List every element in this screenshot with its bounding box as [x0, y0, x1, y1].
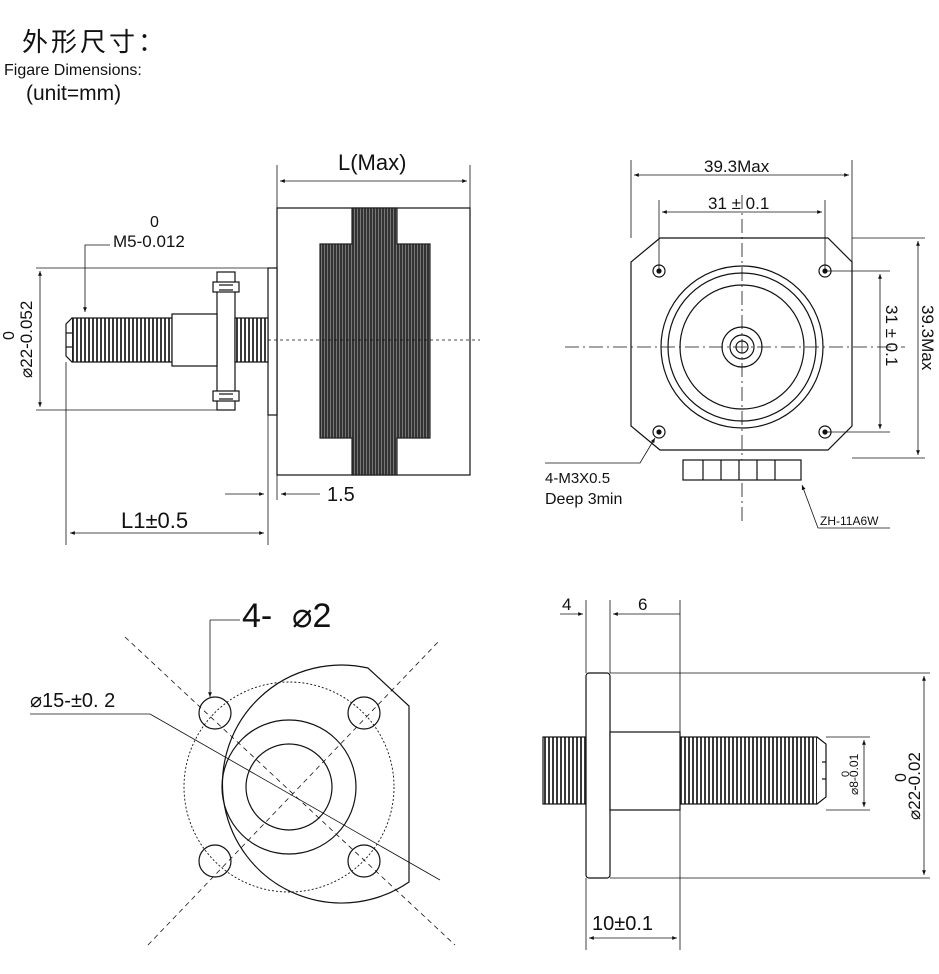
- screw-thread-right: [679, 736, 818, 805]
- pitch-circle: [183, 681, 395, 893]
- flange-thickness-label: 4: [562, 595, 571, 614]
- boss-tolerance-upper: 0: [840, 771, 852, 777]
- nut-boss: [609, 731, 681, 811]
- flange-face-labels: 4- ⌀2 ⌀15-±0. 2: [30, 597, 331, 712]
- l1-label: L1±0.5: [121, 508, 188, 533]
- flange-outline: [221, 664, 410, 904]
- nut-length-label: 10±0.1: [592, 913, 653, 935]
- coil-winding: [319, 207, 431, 476]
- nut-side-labels: 4 6 0 ⌀8-0.01 0 ⌀22-0.02 10±0.1: [562, 595, 924, 935]
- nut-flange: [585, 672, 611, 879]
- diameter-label: ⌀22-0.052: [17, 301, 36, 378]
- thread-tolerance-upper: 0: [150, 214, 159, 231]
- holes-diameter-label: ⌀2: [292, 597, 331, 635]
- nut-side-view: [542, 600, 930, 950]
- connector: [682, 459, 802, 481]
- flange-face-view: [30, 619, 456, 946]
- title-chinese: 外形尺寸：: [22, 28, 168, 58]
- connector-label: ZH-11A6W: [820, 514, 879, 528]
- screw-label: 4-M3X0.5: [545, 470, 610, 487]
- front-view-labels: 39.3Max 31 ± 0.1 39.3Max 31 ± 0.1 4-M3X0…: [545, 157, 937, 528]
- holes-count-label: 4-: [242, 597, 272, 635]
- flange-nut-side: [216, 271, 236, 411]
- lead-screw-thread: [71, 317, 173, 363]
- length-max-label: L(Max): [338, 150, 406, 175]
- side-view: [36, 165, 480, 545]
- boss-outer: [221, 719, 357, 855]
- pitch-circle-label: ⌀15-±0. 2: [30, 690, 115, 712]
- flange-diameter-label: ⌀22-0.02: [905, 752, 924, 820]
- title-english: Figare Dimensions:: [4, 62, 142, 79]
- vertical-hole-spacing-label: 31 ± 0.1: [882, 305, 901, 366]
- side-view-labels: L(Max) 0 M5-0.012 0 ⌀22-0.052 1.5 L1±0.5: [1, 150, 406, 533]
- diameter-tolerance-upper: 0: [1, 331, 18, 340]
- screw-thread-left: [542, 736, 587, 805]
- boss-diameter-label: ⌀8-0.01: [847, 753, 861, 795]
- gap-label: 1.5: [327, 484, 355, 506]
- width-max-label: 39.3Max: [704, 157, 770, 176]
- thread-label: M5-0.012: [113, 232, 185, 251]
- flange-tolerance-upper: 0: [893, 773, 910, 782]
- flange-hole: [198, 696, 232, 730]
- unit-label: (unit=mm): [26, 82, 122, 105]
- front-view: [545, 160, 925, 529]
- hole-spacing-label: 31 ± 0.1: [708, 194, 769, 213]
- bore: [245, 743, 333, 831]
- boss-length-label: 6: [638, 595, 647, 614]
- depth-label: Deep 3min: [545, 491, 622, 508]
- motor-front-boss: [267, 267, 278, 416]
- height-max-label: 39.3Max: [918, 305, 937, 371]
